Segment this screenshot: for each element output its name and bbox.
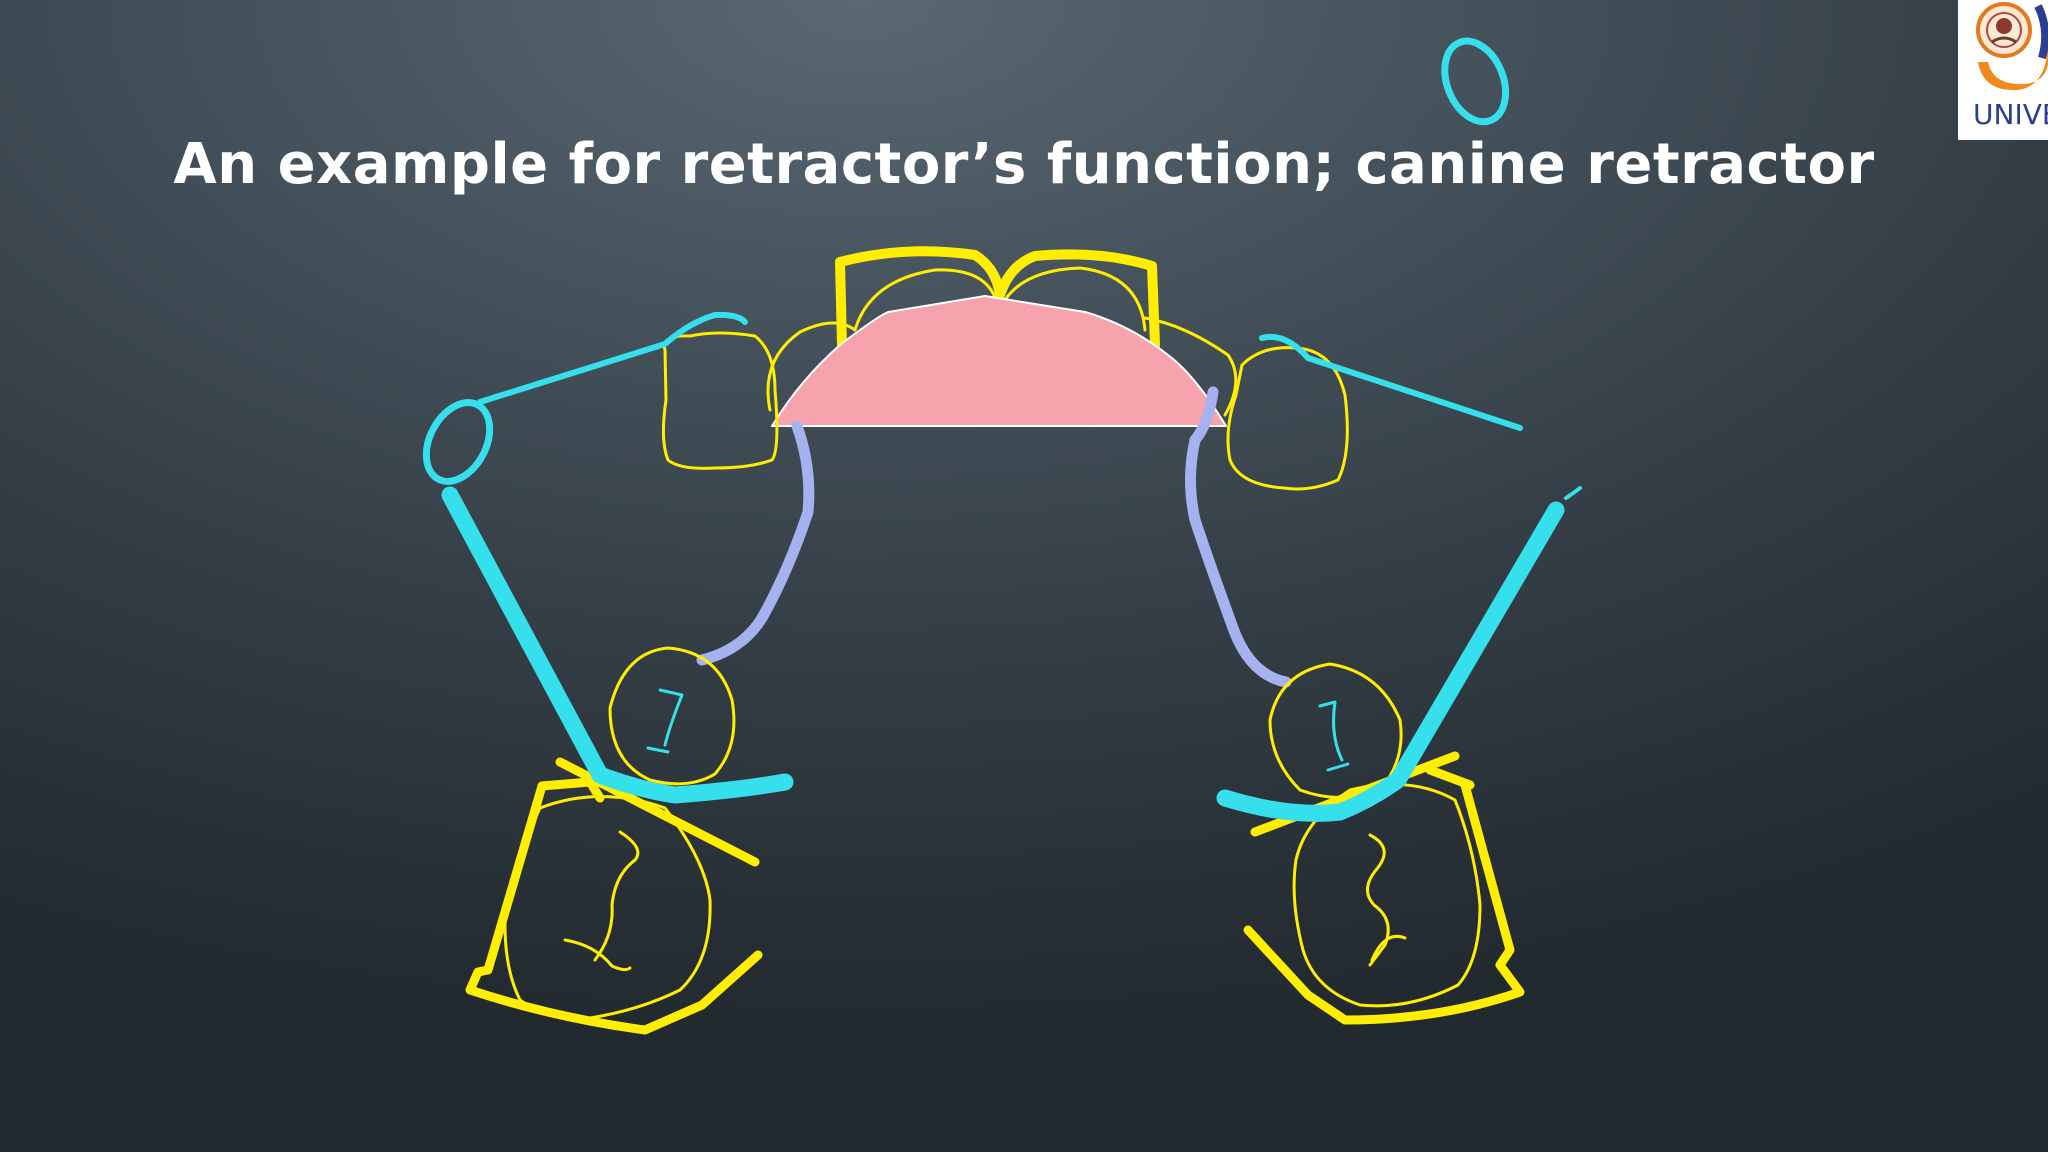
left-lateral-incisor: [661, 331, 779, 470]
gingiva-shape: [771, 295, 1227, 427]
left-retractor-wire: [422, 311, 794, 804]
logo-text: UNIVE: [1973, 98, 2048, 131]
right-canine: [1268, 662, 1403, 799]
left-premolar: [465, 757, 763, 1035]
slide-title: An example for retractor’s function; can…: [173, 132, 1875, 197]
left-canine: [608, 646, 736, 786]
university-seal-icon: [1976, 2, 2048, 91]
left-elastic: [696, 420, 815, 666]
right-retractor-wire: [1216, 37, 1582, 822]
university-logo: UNIVE: [1958, 0, 2048, 140]
right-lateral-incisor: [1226, 346, 1349, 491]
right-elastic: [1185, 386, 1292, 688]
